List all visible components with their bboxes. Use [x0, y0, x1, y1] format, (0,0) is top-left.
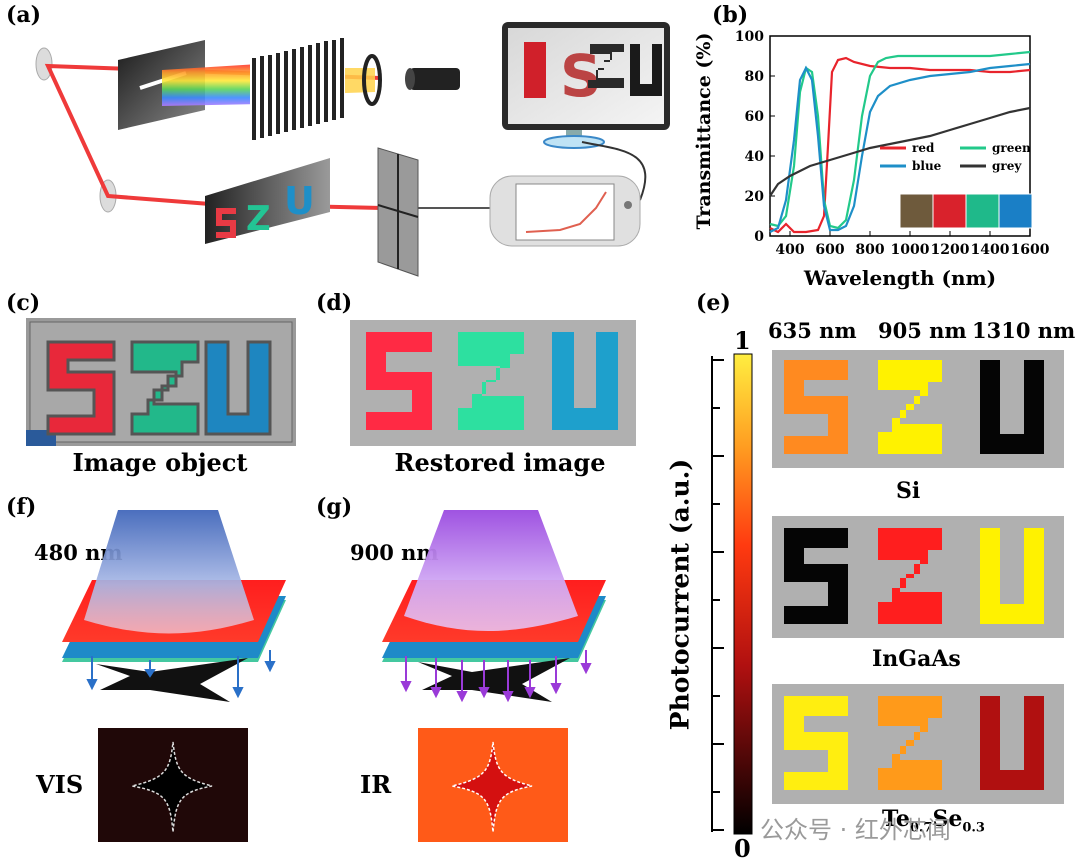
- x-tick-label: 600: [815, 242, 844, 258]
- colorbar-min-label: 0: [734, 834, 751, 863]
- legend-label-green: green: [992, 141, 1031, 155]
- series-line-grey: [769, 106, 1031, 197]
- vis-label: VIS: [36, 770, 84, 799]
- x-tick-label: 1200: [931, 242, 970, 258]
- colorbar-max-label: 1: [734, 326, 751, 355]
- x-axis-label: Wavelength (nm): [803, 266, 997, 290]
- legend-label-red: red: [912, 141, 935, 155]
- plot-frame: [769, 35, 1031, 237]
- watermark: 公众号 · 红外芯闻: [760, 816, 951, 844]
- light-source: [410, 68, 460, 90]
- material-label-tese: Te0.7Se0.3: [882, 806, 985, 836]
- colorbar-ticks: [711, 356, 724, 832]
- map-ingaas: [772, 516, 1064, 638]
- y-tick-label: 60: [745, 109, 765, 125]
- panel-label-e: (e): [696, 290, 731, 316]
- x-tick-label: 1000: [891, 242, 930, 258]
- x-tick-label: 1600: [1011, 242, 1050, 258]
- svg-text:U: U: [284, 179, 315, 223]
- ir-label: IR: [360, 770, 392, 799]
- x-tick-label: 1400: [971, 242, 1010, 258]
- material-label-ingaas: InGaAs: [872, 646, 961, 672]
- series-line-blue: [769, 62, 1031, 233]
- caption-image-object: Image object: [72, 448, 248, 477]
- panel-label-f: (f): [6, 494, 37, 520]
- colorbar: [733, 353, 753, 835]
- monitor: S: [502, 22, 670, 149]
- x-tick-label: 400: [775, 242, 804, 258]
- y-tick-label: 100: [735, 29, 764, 45]
- filter-swatch: [998, 193, 1033, 229]
- legend-label-grey: grey: [992, 159, 1022, 173]
- filter-swatch: [965, 193, 1000, 229]
- y-tick-label: 20: [745, 189, 765, 205]
- legend-label-blue: blue: [912, 159, 942, 173]
- grating: [250, 38, 345, 140]
- x-tick-label: 800: [855, 242, 884, 258]
- material-label-si: Si: [896, 478, 921, 504]
- blue-light-cone: [84, 510, 254, 634]
- panel-label-c: (c): [6, 290, 41, 316]
- map-si: [772, 350, 1064, 468]
- slit-plate: [118, 40, 205, 130]
- wavelength-label-635: 635 nm: [768, 318, 857, 343]
- y-tick-label: 40: [745, 149, 765, 165]
- caption-restored-image: Restored image: [394, 448, 606, 477]
- readout-device: [489, 175, 641, 247]
- filter-swatch: [899, 193, 934, 229]
- series-line-green: [769, 50, 1031, 230]
- dispersed-spectrum: [162, 64, 260, 106]
- wavelength-label-905: 905 nm: [878, 318, 967, 343]
- panel-label-a: (a): [6, 2, 42, 28]
- wavelength-label-900: 900 nm: [350, 540, 439, 565]
- wavelength-label-1310: 1310 nm: [972, 318, 1076, 343]
- mirror-top: [35, 47, 53, 81]
- szu-mask: Z U: [205, 158, 330, 244]
- detector-array: [377, 147, 419, 277]
- panel-label-d: (d): [316, 290, 353, 316]
- svg-text:Z: Z: [246, 199, 271, 239]
- violet-light-cone: [404, 510, 578, 631]
- y-tick-label: 80: [745, 69, 765, 85]
- panel-label-b: (b): [712, 2, 749, 28]
- lens: [362, 54, 382, 106]
- map-tese: [772, 684, 1064, 804]
- panel-label-g: (g): [316, 494, 353, 520]
- y-tick-label: 0: [754, 229, 764, 245]
- series-line-red: [769, 56, 1031, 234]
